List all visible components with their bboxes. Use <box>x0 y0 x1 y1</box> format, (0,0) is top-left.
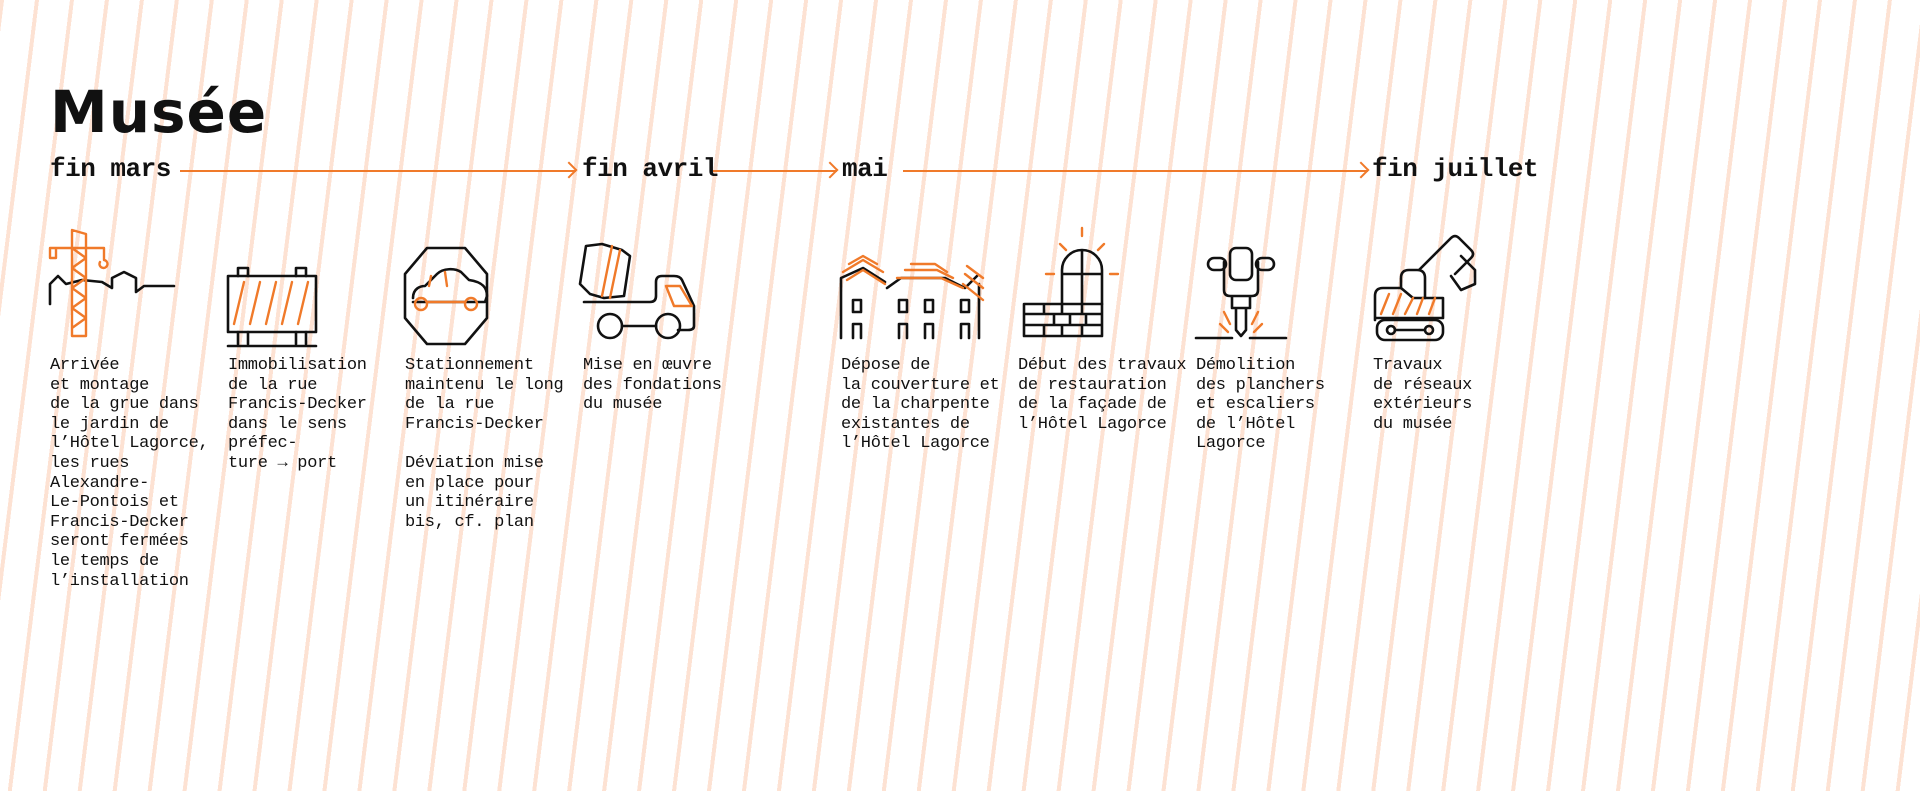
step-description: Mise en œuvre des fondations du musée <box>583 356 722 415</box>
timeline-arrow <box>713 170 837 172</box>
roof-removal-icon <box>839 226 985 342</box>
step-description: Début des travaux de restauration de la … <box>1018 356 1187 434</box>
step-description: Démolition des planchers et escaliers de… <box>1196 356 1325 454</box>
step-description: Arrivée et montage de la grue dans le ja… <box>50 356 209 591</box>
jackhammer-icon <box>1194 226 1334 342</box>
step-description: Dépose de la couverture et de la charpen… <box>841 356 1000 454</box>
parking-car-icon <box>403 226 543 346</box>
step-description: Immobilisation de la rue Francis-Decker … <box>228 356 367 473</box>
milestone-fin-avril: fin avril <box>582 154 718 184</box>
road-barrier-icon <box>226 226 366 348</box>
timeline-arrow <box>903 170 1368 172</box>
milestone-mai: mai <box>842 154 888 184</box>
milestone-fin-mars: fin mars <box>50 154 171 184</box>
step-description: Stationnement maintenu le long de la rue… <box>405 356 564 532</box>
page-title: Musée <box>50 78 268 146</box>
crane-icon <box>48 226 188 342</box>
excavator-icon <box>1371 226 1511 342</box>
milestone-fin-juillet: fin juillet <box>1372 154 1539 184</box>
facade-window-icon <box>1016 226 1156 342</box>
concrete-mixer-truck-icon <box>578 226 720 342</box>
step-description: Travaux de réseaux extérieurs du musée <box>1373 356 1473 434</box>
timeline-arrow <box>180 170 576 172</box>
